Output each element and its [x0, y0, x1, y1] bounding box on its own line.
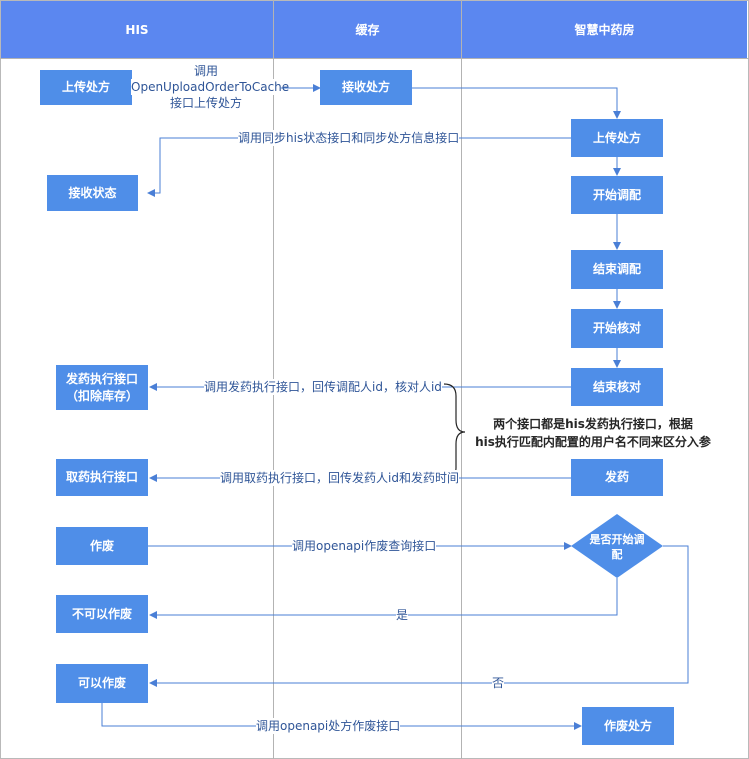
lane-header-cache: 缓存 — [274, 1, 461, 58]
start-dispense: 开始调配 — [571, 176, 663, 214]
cannot-void: 不可以作废 — [56, 595, 148, 633]
send-medicine: 发药 — [571, 459, 663, 496]
dispense-exec-line2: （扣除库存） — [65, 388, 138, 403]
upload-call-label: 调用 OpenUploadOrderToCache 接口上传处方 — [131, 63, 290, 111]
start-check: 开始核对 — [571, 309, 663, 348]
no-label: 否 — [492, 675, 505, 691]
void-rx-call-label: 调用openapi处方作废接口 — [256, 718, 401, 734]
receive-rx-cache: 接收处方 — [320, 70, 412, 105]
upload-call-line3: 接口上传处方 — [169, 96, 242, 110]
end-dispense: 结束调配 — [571, 250, 663, 289]
lane-separator-2 — [461, 0, 462, 759]
header-divider — [0, 58, 749, 59]
dispense-call-label: 调用发药执行接口，回传调配人id，核对人id — [204, 379, 442, 395]
yes-label: 是 — [396, 607, 409, 623]
decision-label: 是否开始调配 — [589, 533, 645, 561]
void-query-label: 调用openapi作废查询接口 — [292, 538, 437, 554]
upload-rx-pharmacy: 上传处方 — [571, 119, 663, 157]
void-rx: 作废处方 — [582, 707, 674, 745]
upload-rx-his: 上传处方 — [40, 70, 132, 105]
upload-call-line2: OpenUploadOrderToCache — [131, 79, 290, 95]
brace — [443, 383, 466, 481]
dispense-exec-interface: 发药执行接口 （扣除库存） — [56, 365, 148, 410]
upload-call-line1: 调用 — [193, 64, 218, 78]
sync-status-label: 调用同步his状态接口和同步处方信息接口 — [238, 130, 460, 146]
lane-header-his: HIS — [1, 1, 273, 58]
take-call-label: 调用取药执行接口，回传发药人id和发药时间 — [220, 470, 459, 486]
brace-note: 两个接口都是his发药执行接口，根据 his执行匹配内配置的用户名不同来区分入参 — [463, 415, 723, 451]
void: 作废 — [56, 527, 148, 565]
note-line2: his执行匹配内配置的用户名不同来区分入参 — [475, 435, 711, 449]
receive-status: 接收状态 — [47, 175, 138, 211]
take-exec-interface: 取药执行接口 — [56, 459, 148, 496]
edge-cache-to-pharmacy — [412, 87, 621, 119]
edge-no — [149, 545, 689, 687]
decision-diamond — [571, 514, 663, 578]
note-line1: 两个接口都是his发药执行接口，根据 — [493, 417, 693, 431]
edge-sync-status — [147, 137, 571, 197]
dispense-exec-line1: 发药执行接口 — [65, 371, 138, 386]
end-check: 结束核对 — [571, 368, 663, 406]
edge-void-rx — [101, 703, 582, 730]
lane-header-pharmacy: 智慧中药房 — [462, 1, 747, 58]
can-void: 可以作废 — [56, 664, 148, 703]
edge-yes — [149, 578, 618, 619]
